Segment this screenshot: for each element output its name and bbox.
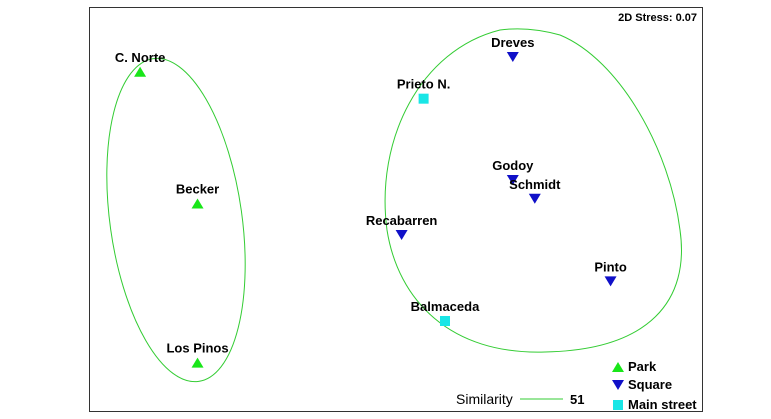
point-schmidt — [528, 193, 541, 204]
legend-label-square: Square — [628, 377, 672, 392]
point-prieto-n — [418, 93, 429, 104]
legend: Park Square Main street — [612, 359, 697, 412]
label-becker: Becker — [176, 181, 219, 196]
point-becker — [191, 198, 204, 209]
point-godoy — [506, 174, 519, 185]
similarity-value: 51 — [570, 392, 584, 407]
label-godoy: Godoy — [492, 158, 534, 173]
label-pinto: Pinto — [594, 259, 627, 274]
point-c-norte — [134, 66, 147, 77]
legend-marker-main-street — [613, 400, 623, 410]
legend-label-park: Park — [628, 359, 657, 374]
square-cluster-contour — [384, 28, 682, 353]
label-schmidt: Schmidt — [509, 177, 561, 192]
legend-label-main-street: Main street — [628, 397, 697, 412]
similarity-contours — [106, 28, 682, 383]
plot-border — [89, 7, 703, 412]
data-points — [134, 52, 617, 368]
legend-marker-park — [612, 362, 624, 372]
legend-marker-square — [612, 380, 624, 390]
label-dreves: Dreves — [491, 35, 534, 50]
park-cluster-contour — [106, 57, 246, 383]
point-pinto — [604, 276, 617, 287]
label-recabarren: Recabarren — [366, 213, 438, 228]
point-balmaceda — [439, 315, 450, 326]
similarity-key: Similarity 51 — [456, 391, 584, 407]
stress-value: 2D Stress: 0.07 — [618, 12, 697, 24]
label-balmaceda: Balmaceda — [411, 299, 480, 314]
label-c-norte: C. Norte — [115, 50, 166, 65]
point-recabarren — [395, 230, 408, 241]
similarity-label: Similarity — [456, 391, 513, 407]
point-dreves — [506, 52, 519, 63]
label-los-pinos: Los Pinos — [166, 341, 228, 356]
point-los-pinos — [191, 357, 204, 368]
label-prieto-n: Prieto N. — [397, 77, 450, 92]
